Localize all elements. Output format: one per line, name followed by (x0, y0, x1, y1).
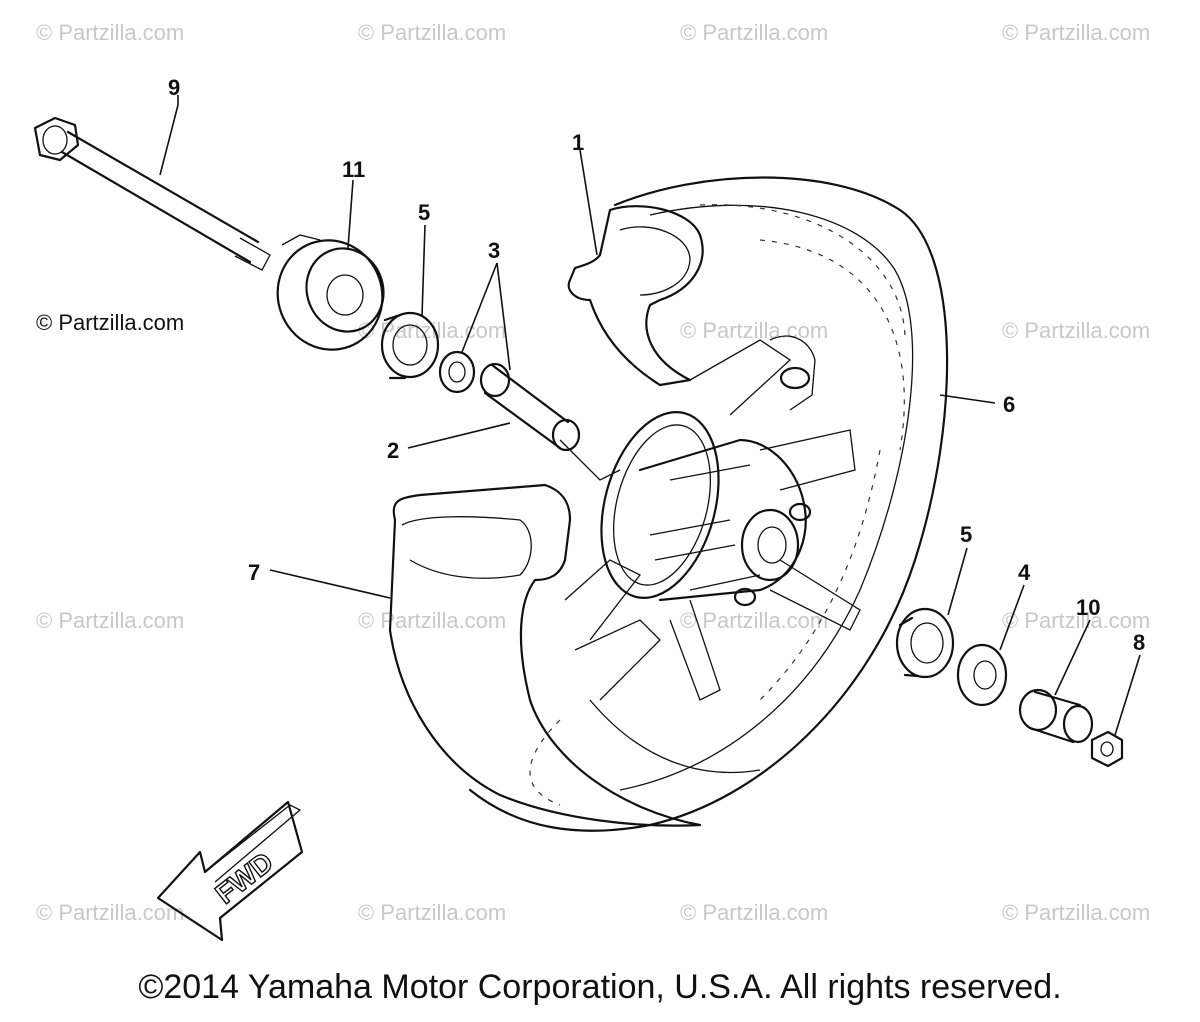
leader-line (421, 224, 426, 317)
watermark: © Partzilla.com (680, 318, 829, 343)
watermark: © Partzilla.com (680, 608, 829, 633)
wheel-spoke (574, 619, 661, 701)
axle (33, 116, 271, 271)
collar (1018, 688, 1094, 744)
watermark: © Partzilla.com (358, 900, 507, 925)
leader-line (159, 95, 179, 176)
tire-tread-line (759, 449, 881, 701)
watermark: © Partzilla.com (1002, 20, 1151, 45)
wheel-spoke (689, 339, 792, 416)
tire-tread-line (529, 719, 561, 806)
bearing-left (380, 311, 440, 380)
wheel-spoke (759, 429, 856, 491)
wheel-rim (388, 483, 702, 827)
watermark: © Partzilla.com (36, 20, 185, 45)
tire-outline (468, 176, 949, 832)
callout-4: 4 (1018, 560, 1031, 585)
callout-5-right: 5 (960, 522, 972, 547)
spacer (479, 362, 581, 452)
oil-seal (438, 350, 476, 394)
callout-9: 9 (168, 75, 180, 100)
hub-bolt (788, 502, 812, 522)
callout-8: 8 (1133, 630, 1145, 655)
hub-fin (649, 464, 761, 591)
wheel-rim-upper (567, 205, 704, 387)
bearing-right (895, 607, 955, 679)
hub-flange (600, 411, 720, 599)
hub-bolt (779, 366, 811, 390)
wheel-rim-inner (401, 516, 532, 579)
wheel-spoke (769, 335, 816, 411)
wheel-rim-upper-inner (619, 226, 691, 296)
tire-inner-rim (619, 204, 914, 791)
hub-bore-inner (757, 526, 787, 564)
watermark: © Partzilla.com (1002, 608, 1151, 633)
callout-5-left: 5 (418, 200, 430, 225)
oil-seal-right (956, 643, 1008, 707)
fwd-arrow-icon: FWD (156, 800, 304, 942)
wheel-spoke (589, 699, 761, 774)
callout-2: 2 (387, 438, 399, 463)
speedometer-gear-unit (276, 234, 385, 351)
tire-tread-line (759, 239, 905, 451)
leader-line (939, 394, 996, 404)
watermark: © Partzilla.com (36, 900, 185, 925)
watermark: © Partzilla.com (358, 608, 507, 633)
axle-nut (1090, 730, 1124, 768)
hub-body (638, 438, 807, 602)
leader-line (496, 262, 511, 371)
tire-tread-line (699, 204, 906, 341)
callout-1: 1 (572, 130, 584, 155)
callout-10: 10 (1076, 595, 1100, 620)
callout-11: 11 (342, 157, 365, 182)
watermark: © Partzilla.com (36, 608, 185, 633)
callout-7: 7 (248, 560, 260, 585)
hub-flange-inner (612, 424, 712, 586)
callout-6: 6 (1003, 392, 1015, 417)
watermark: © Partzilla.com (1002, 318, 1151, 343)
leader-line (947, 547, 968, 616)
fwd-label: FWD (210, 846, 279, 910)
watermark: © Partzilla.com (680, 900, 829, 925)
hub-bolt (733, 587, 757, 607)
leader-line (999, 584, 1025, 651)
wheel-spoke (559, 439, 621, 481)
leader-line (347, 179, 354, 249)
hub-bore (740, 508, 800, 582)
leader-line (1054, 619, 1091, 696)
leader-line (1114, 654, 1141, 736)
wheel-spoke (669, 599, 721, 701)
leader-line (579, 149, 598, 256)
leader-line (407, 422, 511, 449)
watermark: © Partzilla.com (680, 20, 829, 45)
watermark: © Partzilla.com (358, 20, 507, 45)
leader-line (269, 569, 391, 599)
copyright-notice: ©2014 Yamaha Motor Corporation, U.S.A. A… (138, 968, 1062, 1006)
callout-3: 3 (488, 238, 500, 263)
watermark: © Partzilla.com (1002, 900, 1151, 925)
wheel-spoke (769, 559, 861, 631)
watermark-main: © Partzilla.com (36, 310, 185, 335)
wheel-spoke (564, 559, 641, 641)
leader-line (461, 262, 498, 353)
